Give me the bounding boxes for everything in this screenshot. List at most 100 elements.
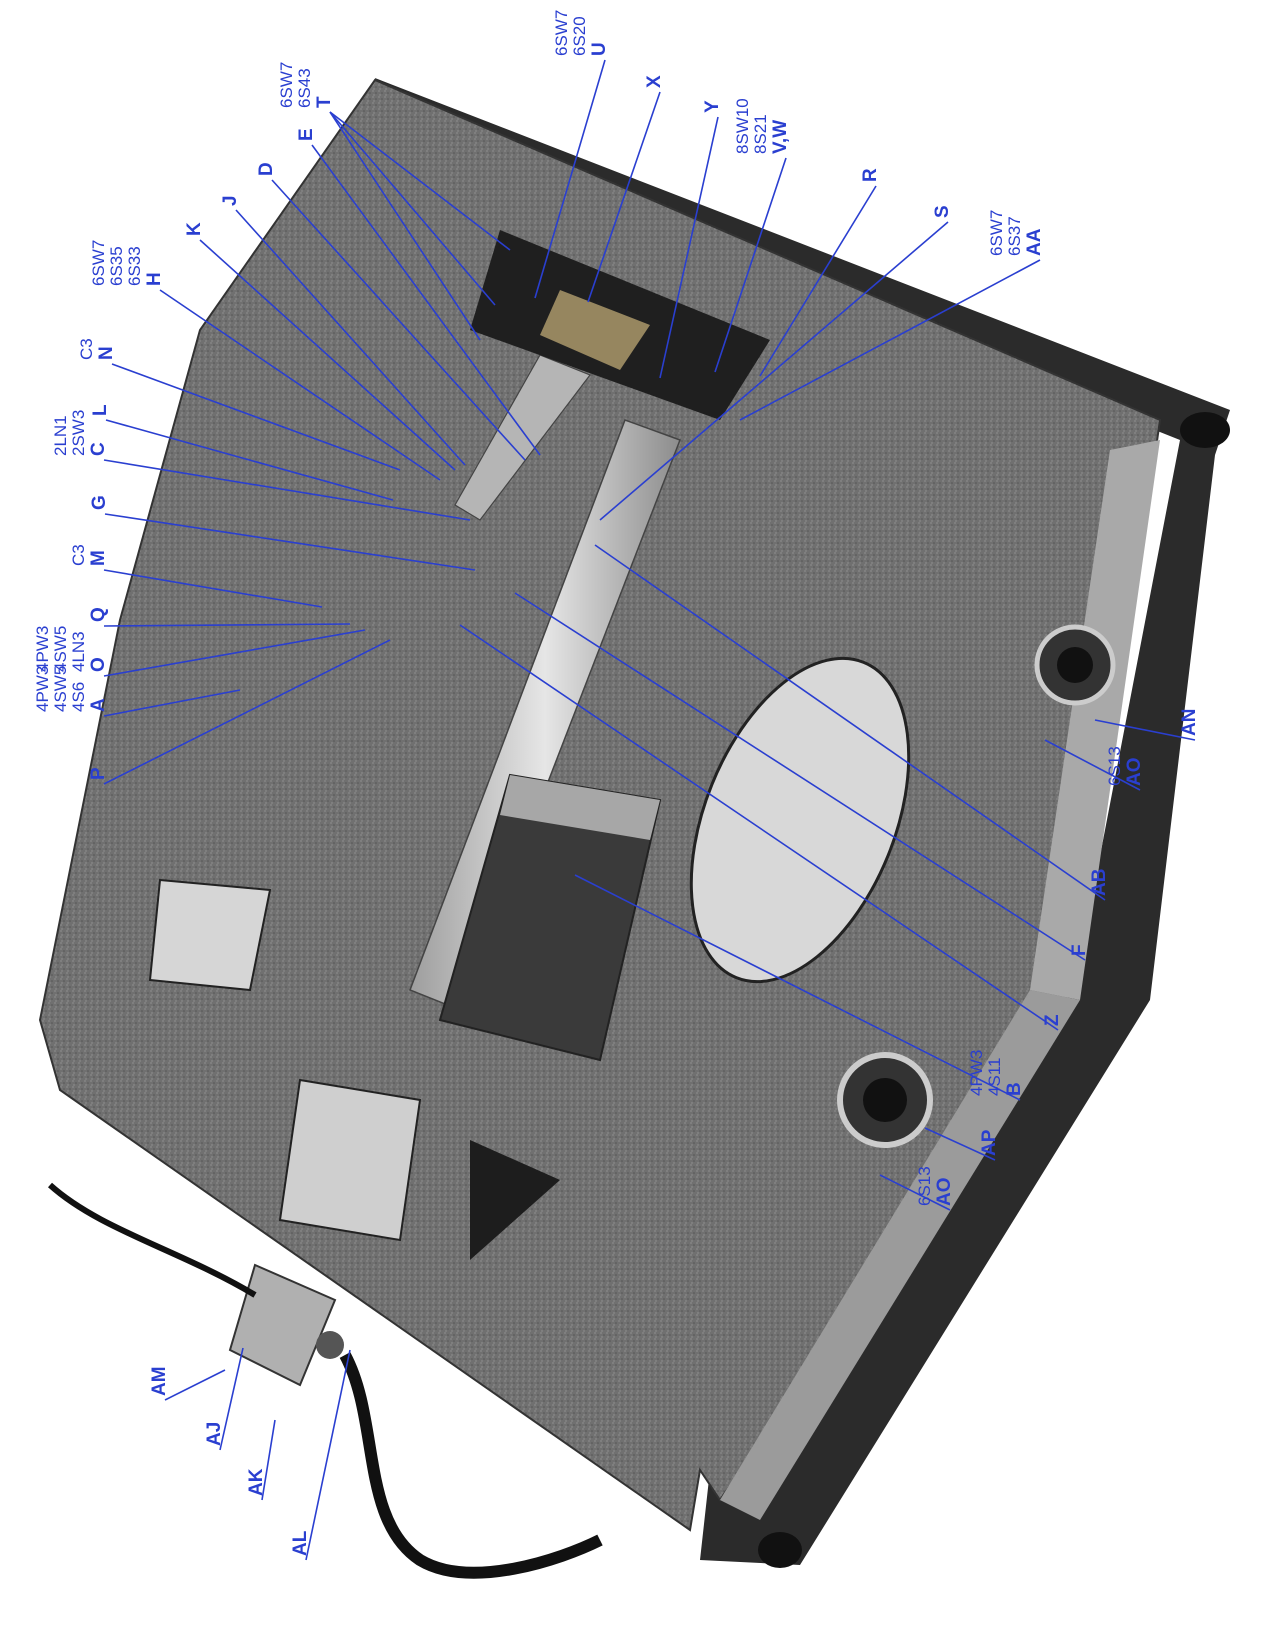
leader-line-ap — [924, 1127, 996, 1161]
callout-am: AM — [149, 1366, 226, 1401]
connector-lower-core — [863, 1078, 907, 1122]
leader-line-l — [105, 419, 394, 501]
callout-ab: AB — [594, 544, 1110, 901]
mid-cutout — [148, 878, 272, 992]
leader-line-r — [759, 185, 877, 377]
callout-letter: R — [860, 168, 881, 182]
callout-letter: N — [96, 346, 117, 360]
callout-an: AN — [1094, 709, 1200, 741]
connector-upper-core — [1057, 647, 1093, 683]
callout-s: S — [599, 205, 953, 521]
leader-line-b — [574, 874, 1021, 1101]
leader-line-t — [329, 111, 496, 306]
leader-line-ao2 — [879, 1174, 951, 1211]
cable-wire — [47, 1182, 257, 1298]
callout-label-group: AL — [290, 1530, 311, 1556]
callout-code: 6S13 — [1105, 746, 1124, 786]
leader-line-k — [199, 239, 456, 471]
callout-label-group: J — [220, 195, 241, 206]
chassis-side-rail — [375, 78, 1230, 1565]
callout-label-group: S — [932, 205, 953, 218]
leader-line-f — [514, 592, 1086, 961]
callout-code: 6S35 — [107, 246, 126, 286]
perforated-arm — [454, 354, 591, 521]
callout-g: G — [89, 495, 476, 571]
callout-label-group: Q — [88, 607, 109, 622]
callout-letter: H — [144, 272, 165, 286]
callout-n: NC3 — [77, 338, 401, 471]
callout-label-group: G — [89, 495, 110, 510]
callout-letter: AO — [1124, 758, 1145, 787]
leader-line-e — [311, 144, 541, 456]
leader-line-ao1 — [1044, 739, 1141, 791]
callout-letter: X — [644, 75, 665, 88]
callout-q: Q — [88, 607, 351, 627]
callout-letter: V,W — [770, 120, 791, 154]
callout-code: 6S33 — [125, 246, 144, 286]
foot-top-right — [1180, 412, 1230, 448]
leader-line-d — [271, 179, 526, 461]
callout-label-group: Y — [702, 100, 723, 113]
callout-letter: P — [88, 767, 109, 780]
callout-aj: AJ — [204, 1347, 244, 1451]
leader-line-an — [1094, 719, 1196, 741]
callout-al: AL — [290, 1349, 351, 1561]
callout-d: D — [256, 162, 526, 461]
callout-code: 8S21 — [751, 114, 770, 154]
callout-code: 6S37 — [1005, 216, 1024, 256]
callout-label-group: AM — [149, 1366, 170, 1396]
callout-letter: AN — [1179, 709, 1200, 736]
callout-letter: C — [88, 442, 109, 456]
callout-code: 4LN3 — [69, 631, 88, 672]
callout-label-group: P — [88, 767, 109, 780]
callout-label-group: F — [1069, 944, 1090, 956]
callout-letter: AJ — [204, 1422, 225, 1446]
callout-x: X — [587, 75, 665, 303]
leader-line-ak — [261, 1419, 276, 1501]
callout-letter: AK — [246, 1468, 267, 1496]
leader-line-t — [329, 111, 481, 341]
callout-letter: G — [89, 495, 110, 510]
triangle-cutout — [470, 1140, 560, 1260]
callout-letter: F — [1069, 944, 1090, 956]
callout-layer: U6S206SW7XYV,W8S218SW10RSAA6S376SW7T6S43… — [33, 10, 1200, 1561]
leader-line-vw — [714, 157, 787, 373]
callout-letter: O — [88, 657, 109, 672]
solenoid-cover — [500, 775, 660, 840]
callout-label-group: AK — [246, 1468, 267, 1496]
callout-m: MC3 — [69, 544, 323, 608]
callout-label-group: L — [90, 404, 111, 416]
leader-line-aj — [219, 1347, 244, 1451]
chassis-lower-flange — [720, 990, 1080, 1520]
callout-letter: S — [932, 205, 953, 218]
callout-code: 4SW5 — [51, 626, 70, 672]
callout-label-group: K — [184, 222, 205, 236]
callout-letter: Z — [1042, 1014, 1063, 1026]
large-cutout — [689, 656, 911, 984]
callout-label-group: X — [644, 75, 665, 88]
callout-code: 2LN1 — [51, 415, 70, 456]
switch-box-grommet — [316, 1331, 344, 1359]
leader-line-am — [164, 1369, 226, 1401]
leader-line-j — [235, 209, 466, 466]
leader-line-q — [103, 623, 351, 627]
callout-letter: T — [314, 96, 335, 108]
callout-letter: A — [88, 698, 109, 712]
callout-l: L — [90, 404, 394, 501]
callout-code: 4S11 — [985, 1058, 1004, 1096]
callout-letter: L — [90, 404, 111, 416]
leader-line-n — [111, 363, 401, 471]
callout-code: 8SW10 — [733, 98, 752, 154]
callout-code: 6SW7 — [277, 62, 296, 108]
callout-letter: AO — [934, 1178, 955, 1207]
switch-box — [228, 1263, 337, 1387]
leader-line-u — [534, 59, 606, 299]
